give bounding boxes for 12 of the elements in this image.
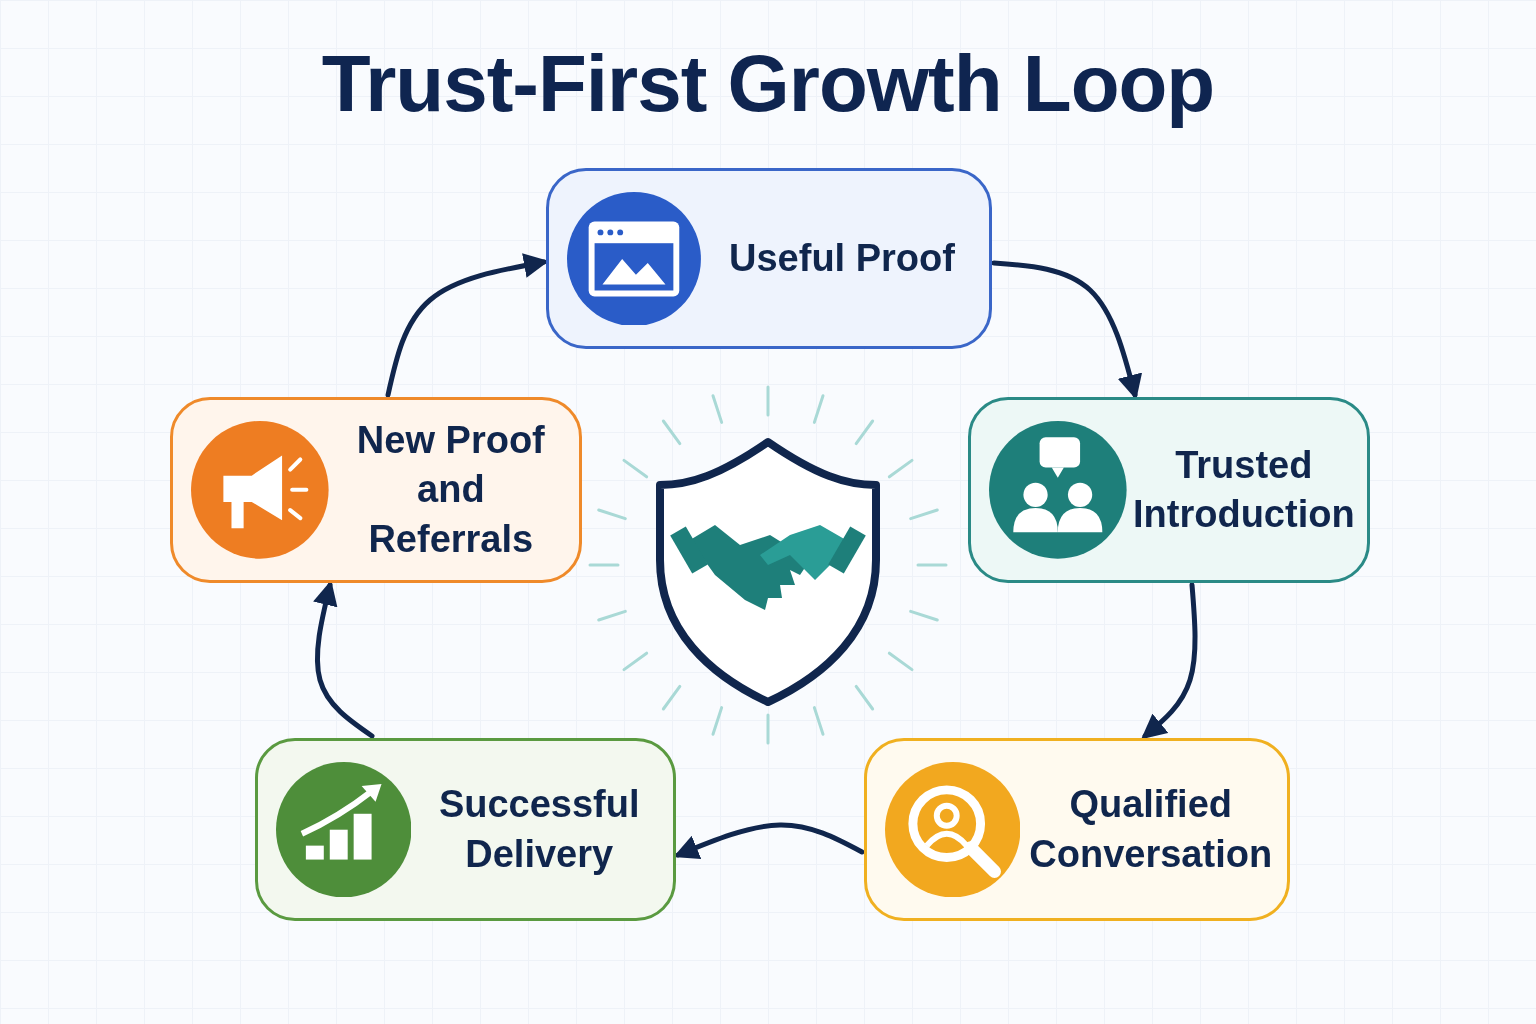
step-label: Successful Delivery xyxy=(437,782,641,877)
step-label: Useful Proof xyxy=(729,235,955,281)
step-label: Qualified Conversation xyxy=(1028,782,1274,877)
process-box xyxy=(546,168,992,349)
process-box xyxy=(170,397,582,583)
arrow xyxy=(1141,582,1198,740)
step-label: Trusted Introduction xyxy=(1132,442,1356,537)
title: Trust-First Growth Loop xyxy=(320,38,1216,130)
process-box xyxy=(255,738,676,921)
process-box xyxy=(968,397,1370,583)
step-label: New Proof and Referrals xyxy=(355,417,546,562)
process-box xyxy=(864,738,1290,921)
